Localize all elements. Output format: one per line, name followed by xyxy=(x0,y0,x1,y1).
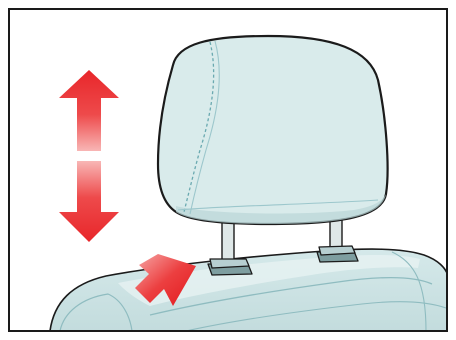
arrow-up xyxy=(59,70,119,151)
double-vertical-arrow-icon xyxy=(59,70,119,242)
post-guides xyxy=(207,245,359,276)
headrest-cushion xyxy=(156,34,389,226)
figure-frame xyxy=(8,8,448,332)
right-guide xyxy=(316,245,359,263)
arrow-down xyxy=(59,161,119,242)
left-guide xyxy=(207,258,253,276)
push-arrow-icon xyxy=(135,254,196,306)
headrest-seam xyxy=(183,41,215,213)
